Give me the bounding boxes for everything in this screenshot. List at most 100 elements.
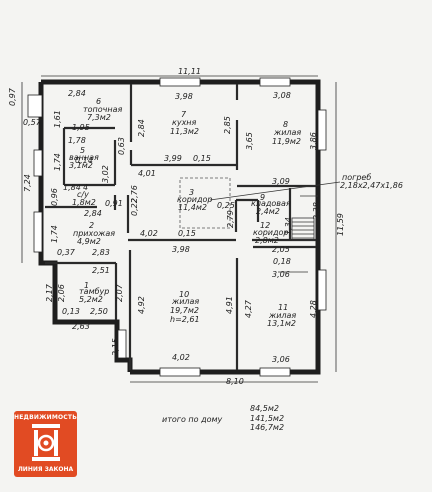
total-value-2: 141,5м2 <box>250 413 285 423</box>
dim-134: 1,34 <box>284 217 293 235</box>
dim-276: 2,76 <box>130 185 139 203</box>
dim-308-top: 3,08 <box>273 91 291 100</box>
dim-250: 2,50 <box>90 307 108 316</box>
logo-bottom-text: ЛИНИЯ ЗАКОНА <box>17 466 74 473</box>
dim-174-hall: 1,74 <box>50 225 59 243</box>
room12-num: 12 <box>260 221 270 230</box>
dim-left-side: 7,24 <box>23 174 32 192</box>
room12-name: коридор <box>253 228 289 237</box>
dim-306-bot: 3,06 <box>272 355 290 364</box>
dim-309: 3,09 <box>272 177 290 186</box>
dim-386: 3,86 <box>309 132 318 150</box>
stairs <box>291 217 315 241</box>
dim-492: 4,92 <box>137 296 146 314</box>
room10-num: 10 <box>179 290 189 299</box>
dim-015-mid: 0,15 <box>178 229 196 238</box>
dim-217: 2,17 <box>45 283 54 302</box>
room2-num: 2 <box>89 221 94 230</box>
dim-174-bath: 1,74 <box>53 153 62 171</box>
room1-num: 1 <box>84 281 89 290</box>
dim-399: 3,99 <box>164 154 182 163</box>
room9-area: 2,4м2 <box>256 207 280 216</box>
dim-428: 4,28 <box>309 300 318 318</box>
room12-area: 2,8м2 <box>255 236 279 245</box>
dim-279: 2,79 <box>226 210 235 228</box>
room9-num: 9 <box>260 193 265 202</box>
dim-402-bot: 4,02 <box>172 353 190 362</box>
room5-area: 3,1м2 <box>69 161 93 170</box>
dim-285: 2,85 <box>223 116 232 134</box>
dim-057: 0,57 <box>23 118 42 127</box>
dim-018: 0,18 <box>273 257 291 266</box>
dim-402-mid: 4,02 <box>140 229 158 238</box>
room11-name: жилая <box>268 311 296 320</box>
dim-284-mid: 2,84 <box>84 209 102 218</box>
logo-emblem-icon <box>32 424 60 461</box>
room3-area: 11,4м2 <box>178 203 207 212</box>
room8-num: 8 <box>283 120 288 129</box>
dim-284-kitchen: 2,84 <box>137 119 146 137</box>
dim-365: 3,65 <box>245 132 254 150</box>
totals-label: итого по дому <box>162 415 223 424</box>
company-logo: НЕДВИЖИМОСТЬ ЛИНИЯ ЗАКОНА <box>14 411 77 477</box>
dim-205: 2,05 <box>272 245 290 254</box>
dim-284-top: 2,84 <box>68 89 86 98</box>
room11-num: 11 <box>278 303 288 312</box>
dim-025: 0,25 <box>217 201 235 210</box>
dim-195: 1,95 <box>72 123 90 132</box>
windows <box>27 77 327 377</box>
dim-096: 0,96 <box>50 188 59 206</box>
dimension-lines <box>21 75 337 383</box>
dim-427: 4,27 <box>244 299 253 318</box>
room6-num: 6 <box>96 97 101 106</box>
dim-161: 1,61 <box>53 110 62 128</box>
room-labels: 6 топочная 7,3м2 7 кухня 11,3м2 8 жилая … <box>69 97 403 328</box>
room8-name: жилая <box>273 128 301 137</box>
dim-013: 0,13 <box>62 307 80 316</box>
room4-area: 1,8м2 <box>72 198 96 207</box>
room5-name: ванная <box>69 153 99 162</box>
dim-398-mid: 3,98 <box>172 245 190 254</box>
cellar-size: 2,18х2,47х1,86 <box>340 181 403 190</box>
dim-178: 1,78 <box>68 136 86 145</box>
logo-top-text: НЕДВИЖИМОСТЬ <box>14 414 77 421</box>
dim-091: 0,91 <box>105 199 123 208</box>
room9-name: кладовая <box>251 199 291 208</box>
cellar-label: погреб <box>342 173 371 182</box>
room3-name: коридор <box>177 195 213 204</box>
dim-251: 2,51 <box>92 266 110 275</box>
totals-values: 84,5м2 141,5м2 146,7м2 <box>250 404 310 433</box>
dim-306-mid: 3,06 <box>272 270 290 279</box>
room6-name: топочная <box>83 105 123 114</box>
cellar-leader <box>209 181 341 201</box>
room3-num: 3 <box>189 188 194 197</box>
dim-206: 2,06 <box>57 284 66 302</box>
dim-top-total: 11,11 <box>178 67 201 76</box>
dim-207: 2,07 <box>115 283 124 302</box>
dim-097: 0,97 <box>8 87 17 106</box>
dim-215: 2,15 <box>111 338 120 356</box>
room7-name: кухня <box>172 118 197 127</box>
dim-063: 0,63 <box>117 137 126 155</box>
dim-014: 0,14 <box>75 156 93 165</box>
dim-238: 2,38 <box>312 202 321 220</box>
room7-area: 11,3м2 <box>170 127 199 136</box>
dim-right-side: 11,59 <box>336 213 345 236</box>
total-value-3: 146,7м2 <box>250 423 285 432</box>
room5-num: 5 <box>80 146 85 155</box>
dim-302: 3,02 <box>101 165 110 183</box>
total-value-1: 84,5м2 <box>250 404 279 413</box>
dim-022: 0,22 <box>130 198 139 216</box>
cellar-outline <box>179 177 231 229</box>
dim-bottom-total: 8,10 <box>226 377 244 386</box>
room4-name: с/у <box>77 190 89 199</box>
room2-area: 4,9м2 <box>77 237 101 246</box>
room1-area: 5,2м2 <box>79 295 103 304</box>
room6-area: 7,3м2 <box>87 113 111 122</box>
room8-area: 11,9м2 <box>272 137 301 146</box>
room10-name: жилая <box>171 297 199 306</box>
dim-491: 4,91 <box>225 296 234 314</box>
room7-num: 7 <box>181 110 187 119</box>
room2-name: прихожая <box>73 229 115 238</box>
